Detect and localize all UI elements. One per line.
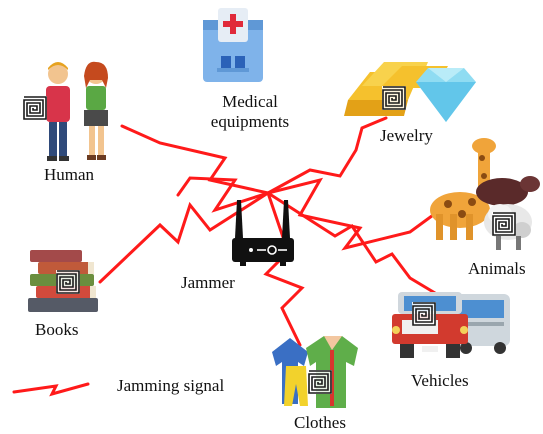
label-medical: Medical equipments xyxy=(190,92,310,132)
label-clothes: Clothes xyxy=(294,413,346,432)
label-vehicles: Vehicles xyxy=(411,371,469,390)
gold-bar-and-diamond-icon xyxy=(344,62,476,122)
rfid-tag-icon xyxy=(381,85,407,111)
label-jewelry: Jewelry xyxy=(380,126,433,145)
signal-to-human xyxy=(120,124,270,195)
label-medical-line2: equipments xyxy=(210,112,290,131)
label-human: Human xyxy=(44,165,95,184)
label-books: Books xyxy=(35,320,79,339)
rfid-tag-icon xyxy=(307,369,333,395)
signal-to-books xyxy=(98,191,270,284)
people-icon xyxy=(46,61,108,161)
truck-and-bus-icon xyxy=(392,292,510,358)
rfid-tag-icon xyxy=(491,211,517,237)
giraffe-and-sheep-icon xyxy=(430,138,540,250)
label-medical-line1: Medical xyxy=(222,92,278,111)
signal-to-animals xyxy=(266,177,442,251)
label-jammer: Jammer xyxy=(181,273,235,292)
legend-signal-label: Jamming signal xyxy=(117,376,225,395)
legend-signal-swatch xyxy=(12,382,90,397)
signal-to-medical xyxy=(176,176,270,213)
rfid-tag-icon xyxy=(411,301,437,327)
signal-to-vehicles xyxy=(266,191,442,298)
rfid-tag-icon xyxy=(55,269,81,295)
signal-to-jewelry xyxy=(266,116,388,195)
rfid-tag-icon xyxy=(22,95,48,121)
router-icon xyxy=(232,200,294,266)
label-animals: Animals xyxy=(468,259,526,278)
jamming-signal-lines xyxy=(98,116,442,347)
hospital-icon xyxy=(203,8,263,82)
